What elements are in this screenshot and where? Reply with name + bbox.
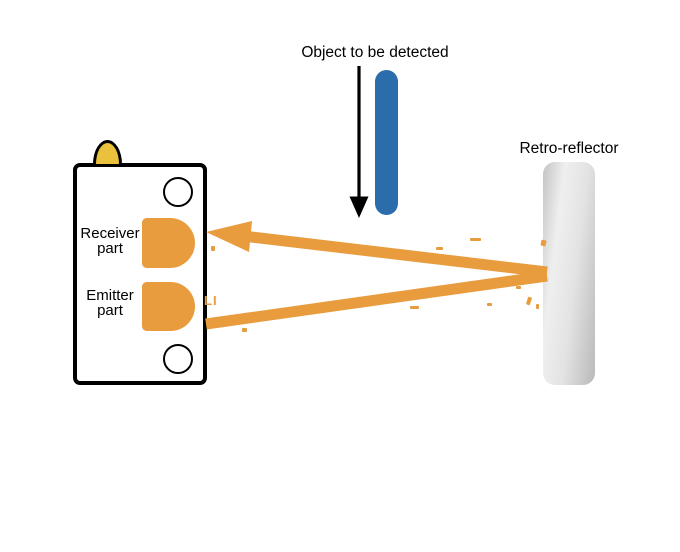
receiver-part-label-line2: part (97, 240, 123, 257)
indicator-dome (93, 140, 122, 164)
artifact-speck (536, 304, 539, 309)
receiver-part-label: Receiver part (78, 226, 142, 256)
object-label: Object to be detected (301, 44, 449, 61)
mounting-hole-bottom (163, 344, 193, 374)
retro-reflector (543, 162, 595, 385)
artifact-speck (242, 328, 247, 332)
artifact-text: LI (204, 293, 218, 308)
artifact-speck (410, 306, 419, 309)
artifact-speck (516, 286, 521, 289)
artifact-speck (487, 303, 492, 306)
emitter-part-label-line2: part (97, 302, 123, 319)
artifact-speck (436, 247, 443, 250)
return-beam (242, 230, 548, 278)
emitter-part-label-line1: Emitter (86, 287, 134, 304)
artifact-speck (470, 238, 481, 241)
object-drop-arrow-head-icon (349, 196, 369, 218)
emitted-beam (205, 270, 548, 330)
retro-reflector-label: Retro-reflector (519, 140, 619, 157)
receiver-part-label-line1: Receiver (80, 225, 140, 242)
artifact-speck (525, 296, 533, 306)
artifact-speck (211, 246, 215, 251)
mounting-hole-top (163, 177, 193, 207)
emitter-lens (142, 282, 195, 331)
sensor-body: Receiver part Emitter part (73, 163, 207, 385)
receiver-lens (142, 218, 195, 268)
object-pill (375, 70, 398, 215)
emitter-part-label: Emitter part (78, 288, 142, 318)
